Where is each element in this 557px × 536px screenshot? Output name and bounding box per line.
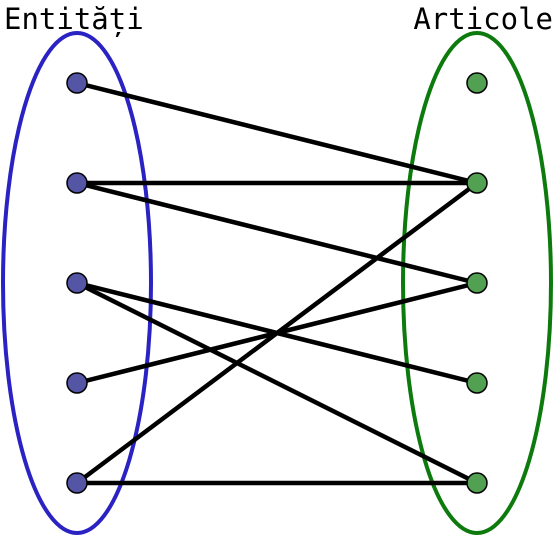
right-set-title: Articole (413, 2, 553, 36)
left-set-title: Entități (4, 2, 144, 37)
node-r3 (466, 272, 488, 294)
node-r5 (466, 472, 488, 494)
edge-l5-r2 (74, 180, 480, 486)
node-r4 (466, 372, 488, 394)
node-l2 (66, 172, 88, 194)
node-l5 (66, 472, 88, 494)
edge-l1-r2 (74, 80, 480, 186)
node-r1 (466, 72, 488, 94)
node-l1 (66, 72, 88, 94)
node-l4 (66, 372, 88, 394)
left-set-ellipse (1, 31, 153, 535)
node-l3 (66, 272, 88, 294)
nodes-layer (66, 72, 488, 494)
edge-l2-r3 (74, 180, 480, 286)
right-set-ellipse (401, 31, 553, 535)
edge-l3-r5 (74, 280, 480, 486)
node-r2 (466, 172, 488, 194)
edges-layer (74, 80, 480, 486)
